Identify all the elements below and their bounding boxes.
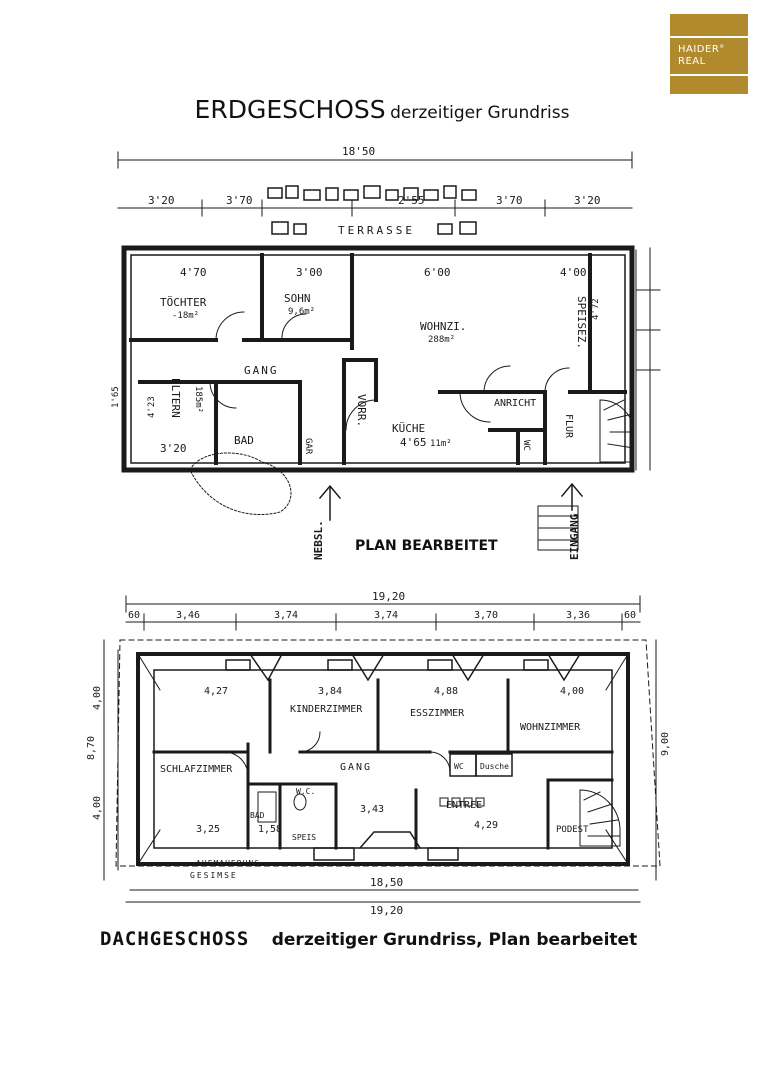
- gf-dim-top-1: 3'20: [148, 194, 175, 207]
- gf-terrace-label: TERRASSE: [338, 224, 415, 237]
- af-dim-side-4: 9,00: [660, 732, 671, 756]
- af-room-esszimmer: ESSZIMMER: [410, 708, 465, 719]
- gf-room-wohnzi: WOHNZI.: [420, 320, 466, 333]
- gf-room-flur: FLUR: [563, 414, 574, 439]
- af-eave-2: GESIMSE: [190, 871, 238, 880]
- af-room-gang: GANG: [340, 762, 372, 773]
- af-dim-schlaf-bottom: 3,25: [196, 824, 220, 835]
- af-dim-side-3: 4,00: [92, 796, 103, 820]
- gf-dim-sohn: 3'00: [296, 266, 323, 279]
- af-room-entree: ENTREE: [446, 800, 482, 811]
- attic-floor-title-sub: derzeitiger Grundriss, Plan bearbeitet: [271, 930, 638, 950]
- gf-dim-top-3: 2'55: [398, 194, 425, 207]
- af-dim-side-2: 8,70: [86, 736, 97, 760]
- gf-dim-bad-width: 3'20: [160, 442, 187, 455]
- af-room-wohnzimmer: WOHNZIMMER: [520, 722, 581, 733]
- gf-dim-overall: 18'50: [342, 145, 375, 158]
- af-dim-side-1: 4,00: [92, 686, 103, 710]
- brand-logo: HAIDER° REAL: [670, 14, 748, 94]
- gf-room-anricht: ANRICHT: [494, 398, 536, 409]
- af-dim-wohn: 4,00: [560, 686, 584, 697]
- gf-room-gar: GAR: [303, 438, 313, 455]
- gf-room-vorr: VORR.: [355, 394, 368, 427]
- af-room-wc-small: W.C.: [296, 787, 315, 796]
- ground-floor-title: ERDGESCHOSS derzeitiger Grundriss: [0, 95, 764, 124]
- logo-divider-top: [670, 36, 748, 38]
- gf-entrance-main: EINGANG: [568, 513, 581, 560]
- gf-room-speisez: SPEISEZ.: [575, 296, 588, 349]
- gf-room-wc: WC: [521, 440, 531, 451]
- logo-text-line2: REAL: [678, 56, 706, 67]
- af-room-kinderzimmer: KINDERZIMMER: [290, 704, 363, 715]
- af-room-schlafzimmer: SCHLAFZIMMER: [160, 764, 233, 775]
- gf-dim-left: 1'65: [111, 386, 121, 408]
- af-room-speis: SPEIS: [292, 833, 316, 842]
- attic-floor-title-main: DACHGESCHOSS: [100, 928, 250, 950]
- gf-area-eltern: 185m²: [193, 386, 203, 413]
- ground-floor-note: PLAN BEARBEITET: [355, 538, 498, 554]
- gf-room-sohn: SOHN: [284, 292, 311, 305]
- logo-divider-bottom: [670, 74, 748, 76]
- af-dim-top-2: 3,46: [176, 610, 200, 621]
- gf-area-wohnzi: 288m²: [428, 335, 455, 345]
- logo-text-line1: HAIDER°: [678, 44, 725, 55]
- gf-room-tochter: TÖCHTER: [160, 296, 207, 309]
- gf-room-kuche: KÜCHE: [392, 422, 425, 435]
- attic-floor-title: DACHGESCHOSS derzeitiger Grundriss, Plan…: [100, 928, 637, 950]
- af-room-podest: PODEST: [556, 825, 589, 835]
- af-dim-top-3: 3,74: [274, 610, 298, 621]
- af-dim-overall-top: 19,20: [372, 590, 405, 603]
- gf-area-kuche: 11m²: [430, 439, 452, 449]
- af-dim-top-5: 3,70: [474, 610, 498, 621]
- ground-floor-title-main: ERDGESCHOSS: [194, 95, 386, 124]
- gf-room-eltern: ELTERN: [169, 378, 182, 418]
- af-dim-top-6: 3,36: [566, 610, 590, 621]
- attic-floor-plan: [103, 595, 661, 903]
- af-box-wc: WC: [454, 762, 464, 771]
- af-dim-top-4: 3,74: [374, 610, 398, 621]
- gf-dim-eltern: 4'23: [147, 396, 157, 418]
- gf-entrance-side: NEBSL.: [312, 520, 325, 560]
- af-eave-1: AUFMAUERUNG: [196, 859, 260, 868]
- gf-dim-top-4: 3'70: [496, 194, 523, 207]
- gf-area-sohn: 9,6m²: [288, 307, 315, 317]
- gf-dim-speisez-side: 4'72: [591, 298, 601, 320]
- af-dim-bottom-inner: 18,50: [370, 876, 403, 889]
- gf-dim-kuche: 4'65: [400, 436, 427, 449]
- af-dim-top-1: 60: [128, 610, 140, 621]
- af-dim-bad: 1,58: [258, 824, 282, 835]
- af-dim-schlaf: 4,27: [204, 686, 228, 697]
- af-dim-gang: 3,43: [360, 804, 384, 815]
- ground-floor-plan: [117, 151, 661, 551]
- gf-room-gang: GANG: [244, 364, 279, 377]
- af-dim-top-7: 60: [624, 610, 636, 621]
- af-box-dusche: Dusche: [480, 762, 509, 771]
- gf-dim-tochter: 4'70: [180, 266, 207, 279]
- gf-dim-speisez: 4'00: [560, 266, 587, 279]
- af-room-bad: BAD: [250, 811, 265, 820]
- af-dim-bottom-outer: 19,20: [370, 904, 403, 917]
- gf-dim-top-2: 3'70: [226, 194, 253, 207]
- af-dim-ess: 4,88: [434, 686, 458, 697]
- gf-dim-top-5: 3'20: [574, 194, 601, 207]
- gf-area-tochter: -18m²: [172, 311, 199, 321]
- af-dim-entree: 4,29: [474, 820, 498, 831]
- gf-dim-wohnzi: 6'00: [424, 266, 451, 279]
- gf-room-bad: BAD: [234, 434, 254, 447]
- af-dim-kinder: 3,84: [318, 686, 342, 697]
- ground-floor-title-sub: derzeitiger Grundriss: [390, 103, 570, 123]
